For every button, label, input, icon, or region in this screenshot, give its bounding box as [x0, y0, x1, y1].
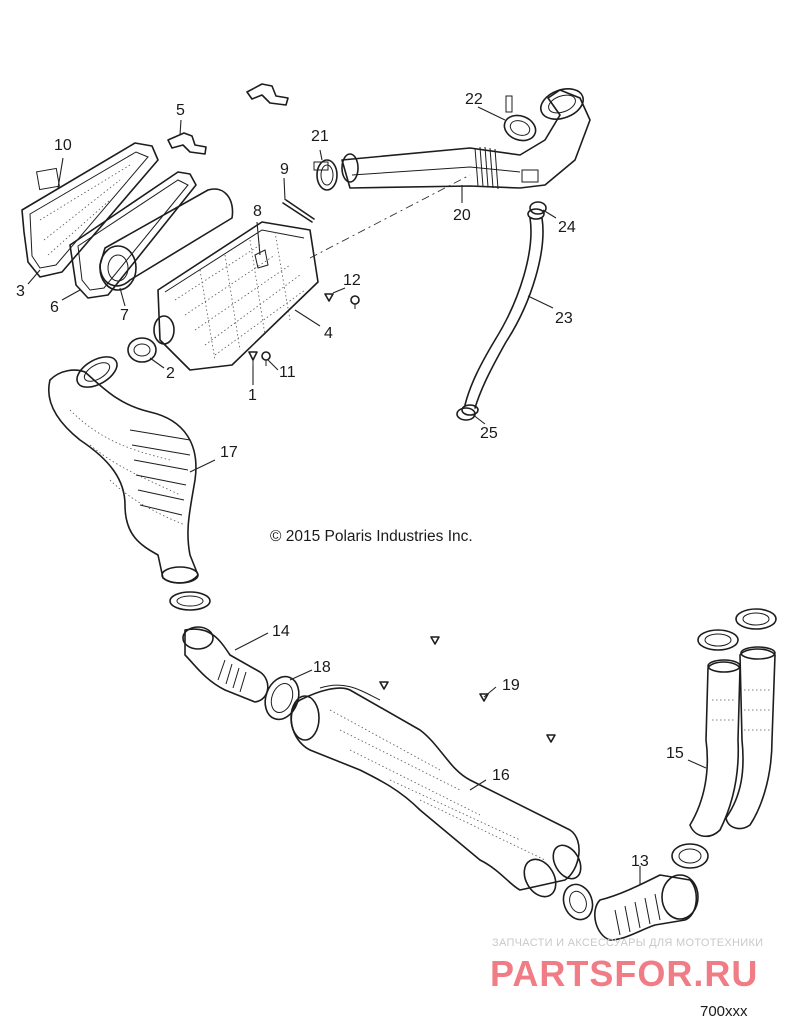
callout-19: 19	[502, 677, 520, 694]
screw-12a	[324, 293, 334, 302]
callout-1: 1	[248, 387, 257, 404]
twin-tube-15	[689, 646, 776, 838]
callout-14: 14	[272, 623, 290, 640]
screw-19c	[479, 693, 489, 702]
air-filter	[99, 188, 234, 291]
clamp-25	[456, 407, 476, 421]
callout-13: 13	[631, 853, 649, 870]
callout-9: 9	[280, 161, 289, 178]
twin-duct-16	[290, 684, 582, 898]
callout-12: 12	[343, 272, 361, 289]
airbox-cover	[21, 142, 159, 278]
clamp-14a	[169, 591, 211, 611]
intake-tube-17	[48, 369, 199, 584]
clamp-22	[503, 95, 537, 142]
gasket	[69, 171, 197, 299]
callout-5: 5	[176, 102, 185, 119]
callout-20: 20	[453, 207, 471, 224]
leader-lines	[27, 106, 707, 885]
clamp-24	[529, 201, 547, 215]
clamp-13b	[562, 883, 594, 921]
clamp-13a	[671, 843, 709, 869]
callout-18: 18	[313, 659, 331, 676]
callout-24: 24	[558, 219, 576, 236]
elbow-13	[594, 874, 699, 941]
watermark-logo: PARTSFOR.RU	[490, 953, 758, 994]
callout-16: 16	[492, 767, 510, 784]
screw-19a	[430, 636, 440, 645]
callout-15: 15	[666, 745, 684, 762]
drain-cap	[127, 337, 157, 363]
callout-22: 22	[465, 91, 483, 108]
bracket-clip-5	[167, 132, 207, 155]
screw-1	[248, 351, 258, 366]
callout-6: 6	[50, 299, 59, 316]
copyright-notice: © 2015 Polaris Industries Inc.	[270, 528, 473, 545]
bracket-top-clip	[246, 83, 289, 106]
callout-21: 21	[311, 128, 329, 145]
elbow-14	[182, 626, 269, 703]
clamp-17a	[76, 356, 118, 388]
callout-labels: 10 5 3 6 7 8 9 4 12 2 1 11 21 22 20 24 2…	[16, 91, 684, 870]
screw-11	[261, 351, 271, 366]
assembly-centerline	[309, 174, 471, 259]
rod-9	[282, 199, 315, 223]
callout-4: 4	[324, 325, 333, 342]
callout-10: 10	[54, 137, 72, 154]
callout-3: 3	[16, 283, 25, 300]
screw-19b	[379, 681, 389, 690]
intake-duct	[341, 88, 591, 190]
callout-23: 23	[555, 310, 573, 327]
figure-code: 700xxx	[700, 1003, 748, 1020]
callout-8: 8	[253, 203, 262, 220]
screw-12b	[350, 295, 360, 309]
callout-11: 11	[279, 364, 296, 381]
airbox-housing	[153, 221, 319, 371]
callout-2: 2	[166, 365, 175, 382]
clamp-21	[313, 159, 338, 191]
breather-hose	[461, 208, 545, 416]
watermark-tagline: ЗАПЧАСТИ И АКСЕССУАРЫ ДЛЯ МОТОТЕХНИКИ	[492, 937, 763, 949]
callout-17: 17	[220, 444, 238, 461]
callout-25: 25	[480, 425, 498, 442]
clamp-15a	[697, 629, 739, 651]
callout-7: 7	[120, 307, 129, 324]
clamp-15b	[735, 608, 777, 630]
screw-19d	[546, 734, 556, 743]
